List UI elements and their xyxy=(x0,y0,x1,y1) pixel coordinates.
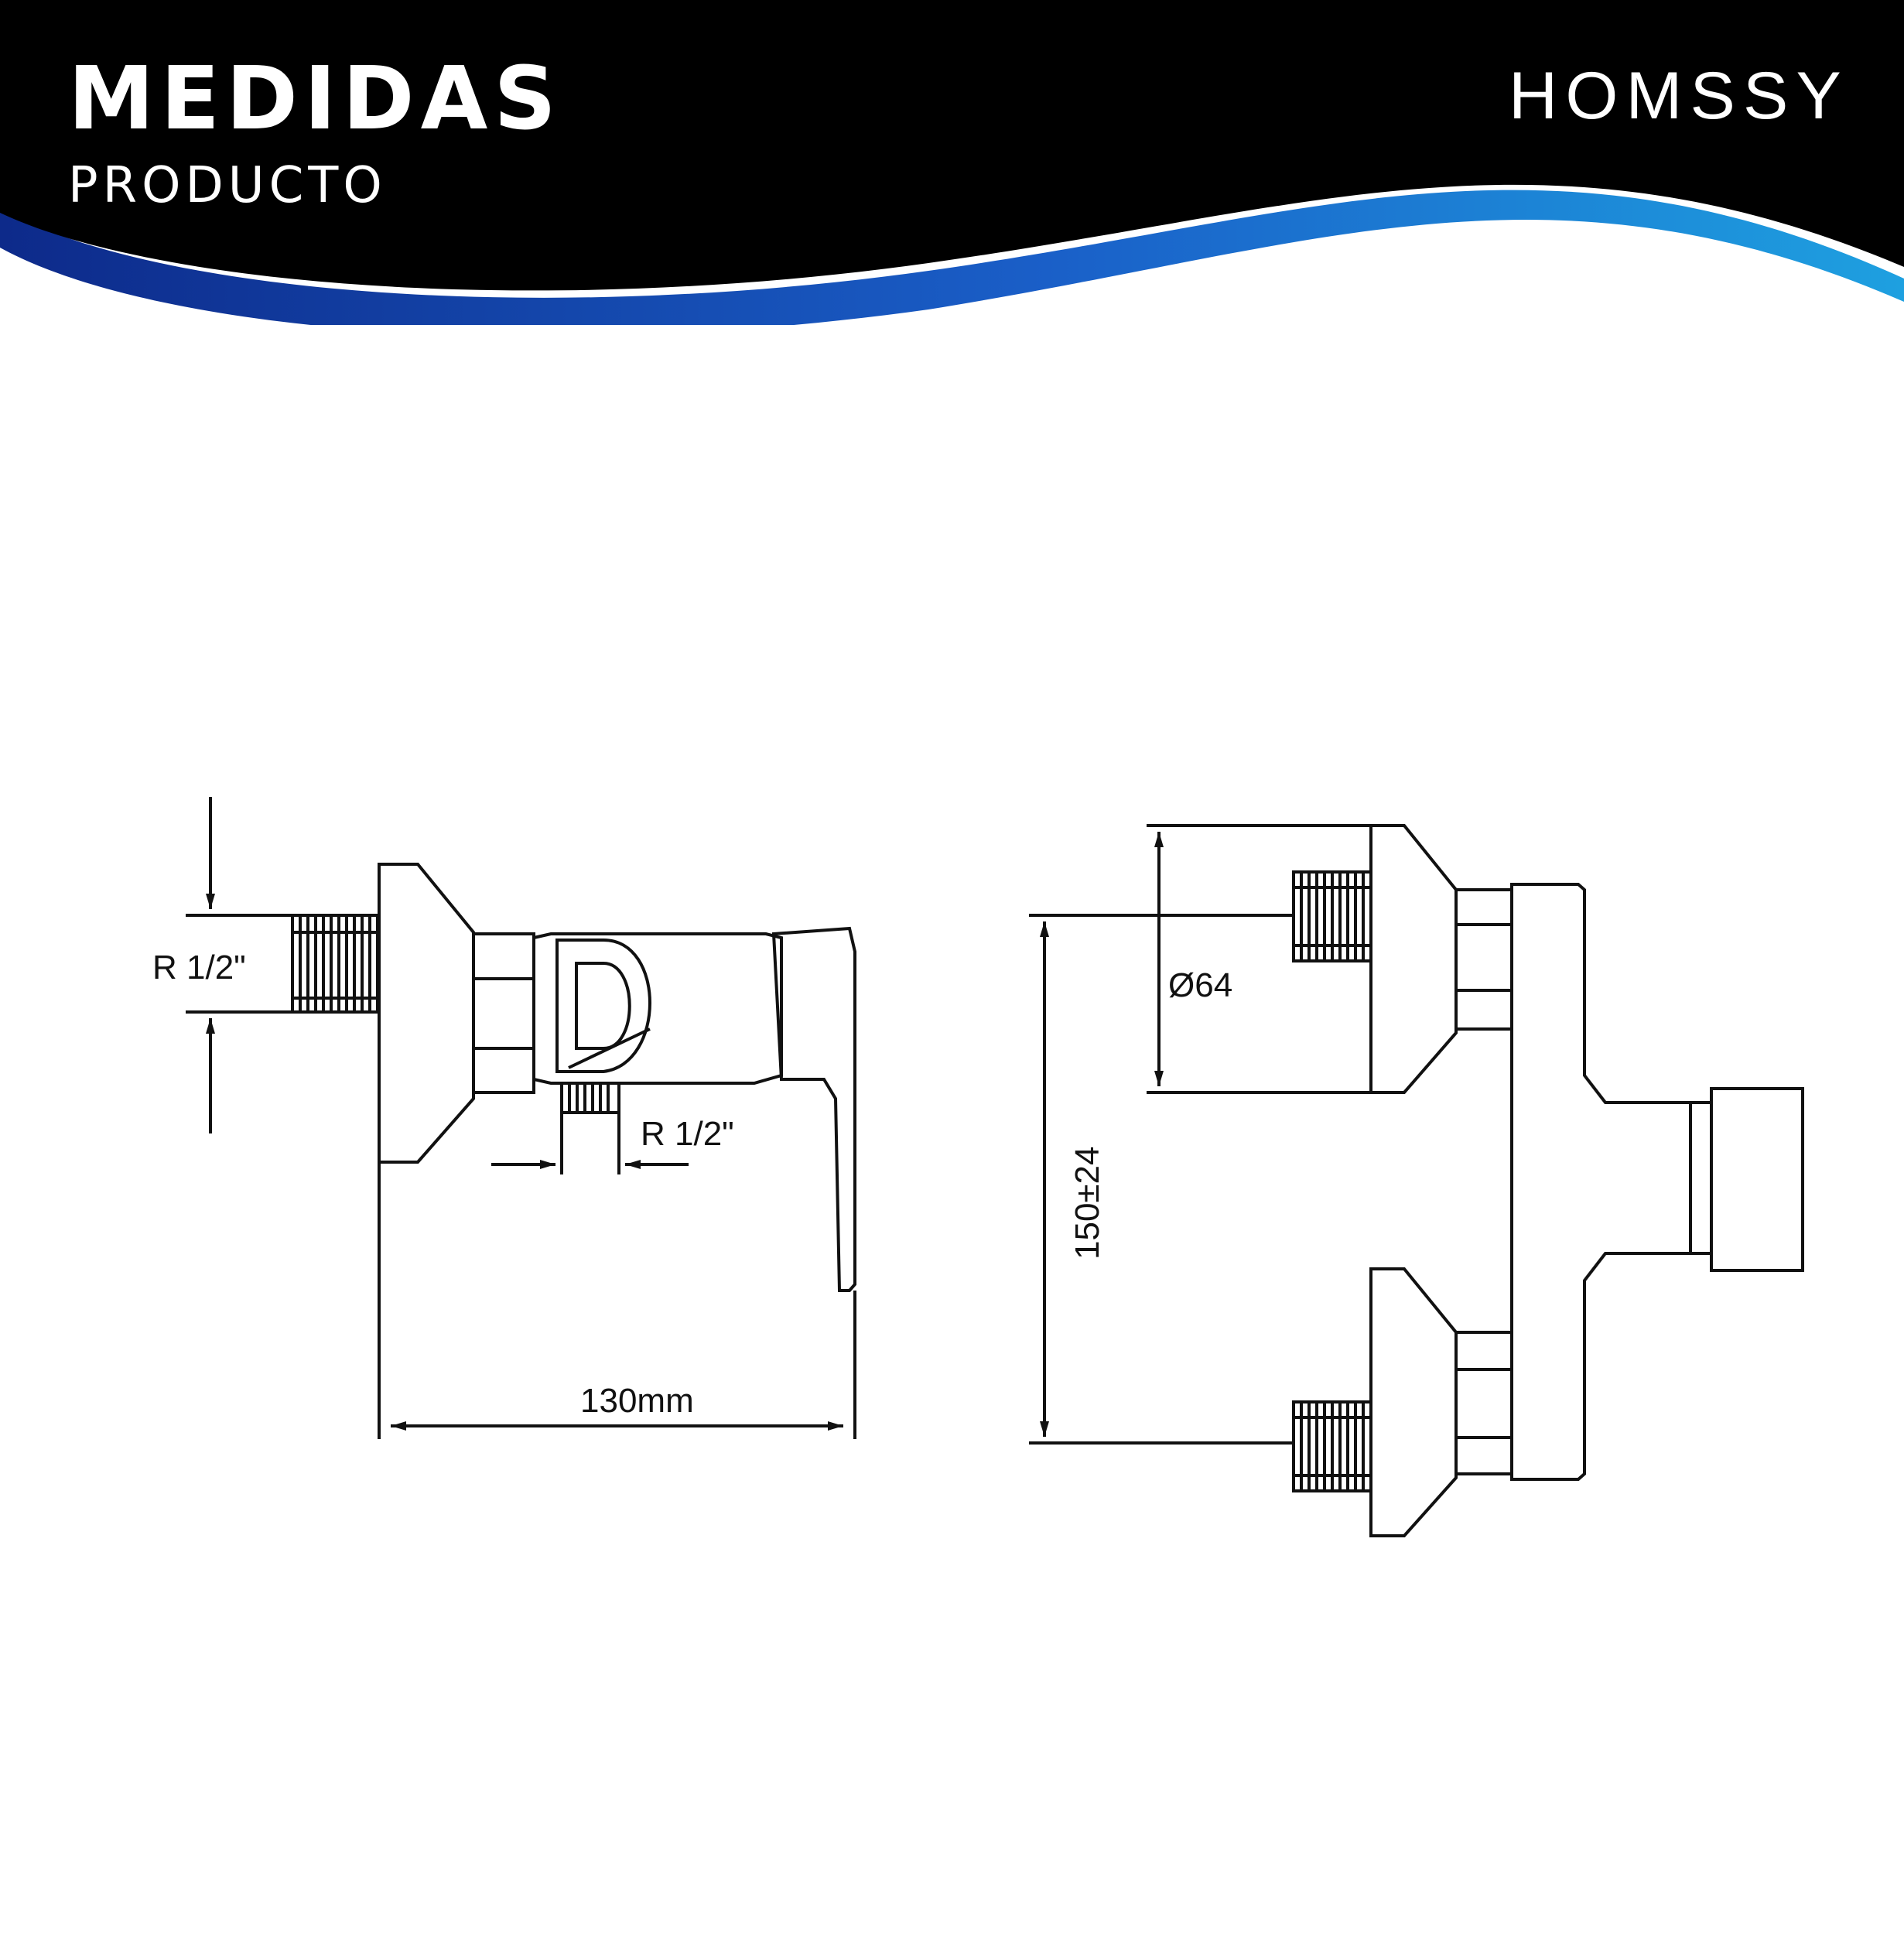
spacing-label: 150±24 xyxy=(1068,1146,1106,1260)
inlet-thread-dimension xyxy=(186,797,292,1133)
inlet-thread xyxy=(291,914,379,1014)
width-label: 130mm xyxy=(580,1382,694,1420)
outlet-thread xyxy=(560,1082,620,1174)
upper-hex-nut xyxy=(1454,888,1513,1031)
brand-logo: HOMSSY xyxy=(1509,59,1849,128)
hex-nut xyxy=(472,932,535,1094)
lever-handle xyxy=(771,926,856,1292)
front-view xyxy=(1029,824,1804,1537)
diameter-label: Ø64 xyxy=(1168,966,1232,1004)
width-dimension xyxy=(378,1162,856,1439)
outlet-thread-label: R 1/2" xyxy=(641,1115,734,1153)
diameter-dimension xyxy=(1147,824,1371,1094)
header-wave-accent xyxy=(0,190,1904,325)
header-banner xyxy=(0,0,1904,325)
lower-hex-nut xyxy=(1454,1331,1513,1475)
handle-cap xyxy=(1689,1087,1804,1272)
spacing-dimension xyxy=(1029,914,1294,1445)
page-title: MEDIDAS xyxy=(68,49,562,149)
upper-flange xyxy=(1369,824,1458,1094)
front-valve-body xyxy=(1510,883,1692,1481)
header-black-band xyxy=(0,0,1904,291)
brand-logo-text: HOMSSY xyxy=(1509,59,1849,128)
lower-flange xyxy=(1369,1267,1458,1537)
wall-flange xyxy=(378,863,475,1164)
lower-inlet-thread xyxy=(1292,1400,1372,1492)
page-subtitle: PRODUCTO xyxy=(68,157,387,214)
side-view xyxy=(186,797,856,1439)
inlet-thread-label: R 1/2" xyxy=(152,949,246,986)
clip-ring xyxy=(555,939,651,1073)
upper-inlet-thread xyxy=(1292,870,1372,962)
valve-body xyxy=(532,932,783,1085)
